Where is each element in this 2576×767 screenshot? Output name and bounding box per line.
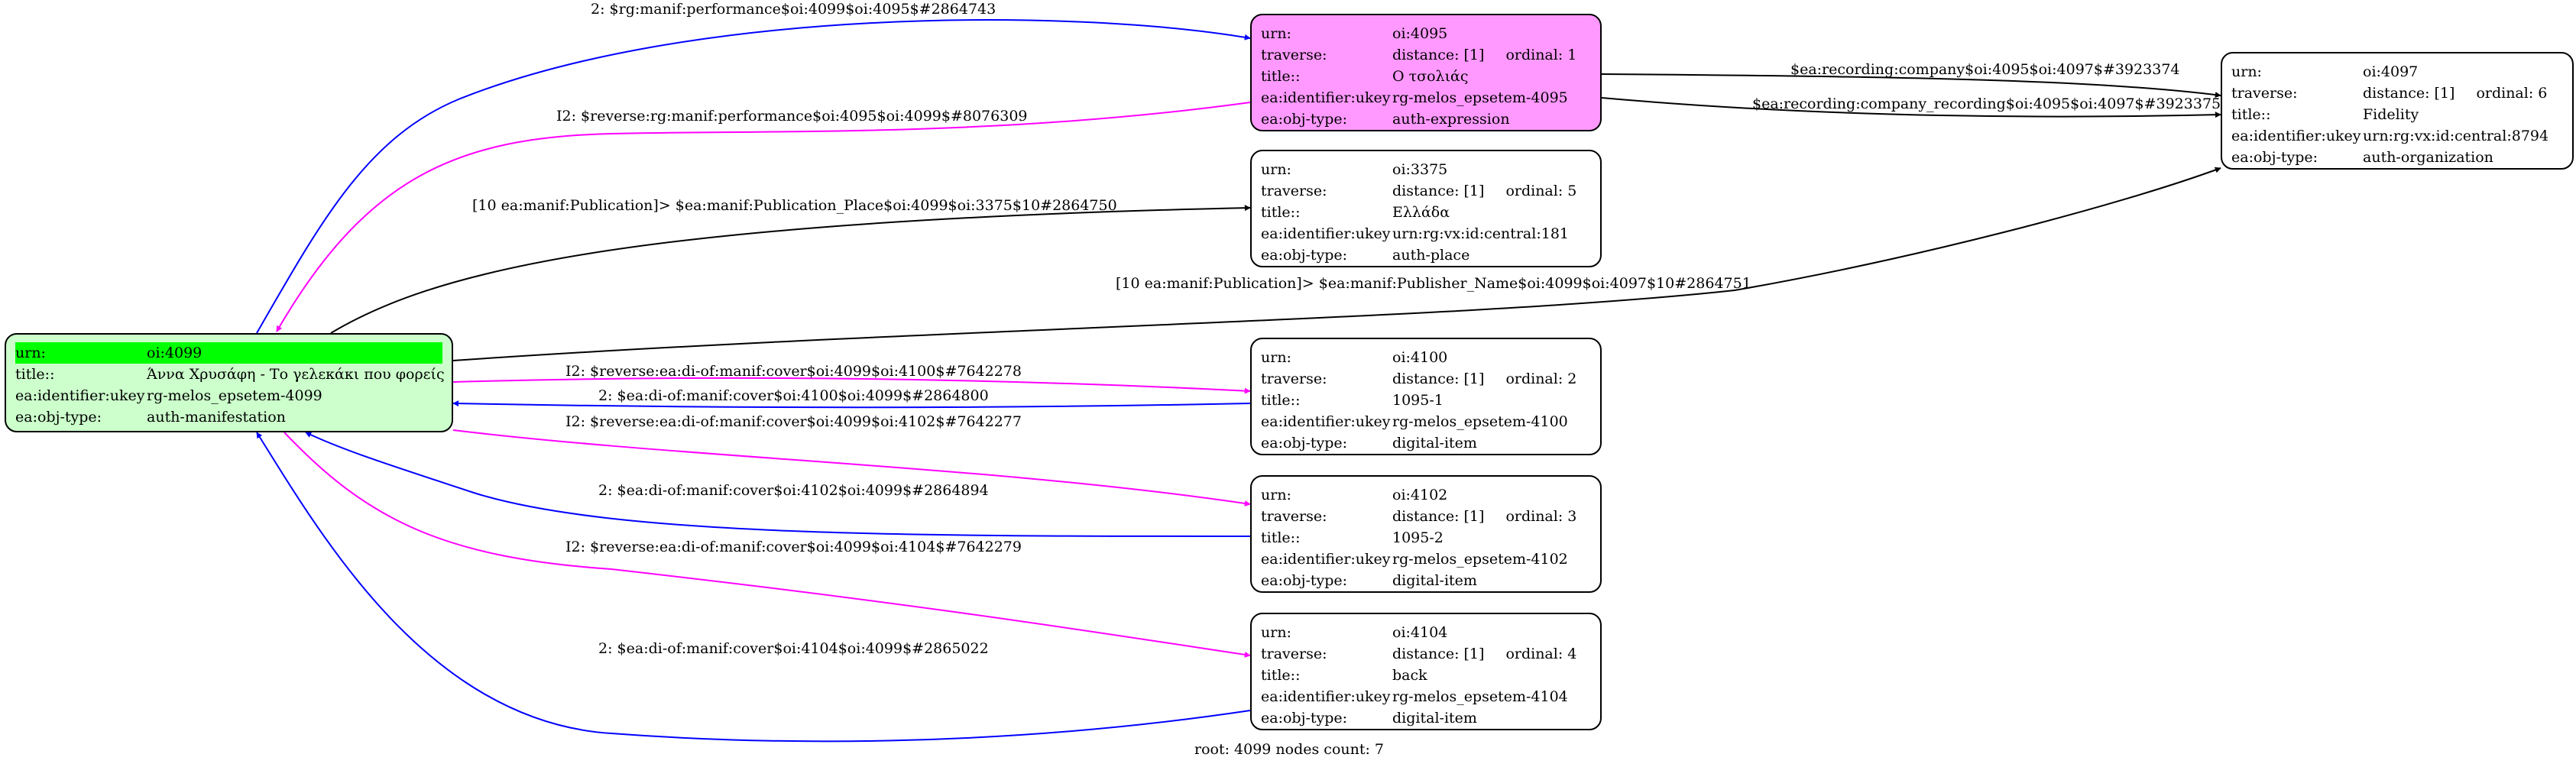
- node-row-title: title:: Fidelity: [2231, 106, 2419, 123]
- node-row-title: title:: 1095-1: [1261, 392, 1444, 409]
- edge-line[interactable]: [284, 432, 1251, 658]
- node-row-type: ea:obj-type: digital-item: [1261, 710, 1477, 727]
- edge-line[interactable]: [330, 205, 1251, 334]
- edge-label: [10 ea:manif:Publication]> $ea:manif:Pub…: [472, 197, 1117, 214]
- edge-line[interactable]: [256, 19, 1251, 334]
- node-row-ukey: ea:identifier:ukey rg-melos_epsetem-4099: [15, 387, 322, 404]
- node-4104[interactable]: urn: oi:4104 traverse: distance: [1] ord…: [1250, 613, 1602, 730]
- node-4100[interactable]: urn: oi:4100 traverse: distance: [1] ord…: [1250, 338, 1602, 455]
- node-4099[interactable]: urn: oi:4099 title:: Άννα Χρυσάφη - Το γ…: [5, 333, 453, 432]
- edge-line[interactable]: [452, 167, 2221, 361]
- edge-label: I2: $reverse:ea:di-of:manif:cover$oi:409…: [565, 413, 1022, 430]
- node-row-title: title:: Άννα Χρυσάφη - Το γελεκάκι που φ…: [15, 366, 445, 383]
- node-3375[interactable]: urn: oi:3375 traverse: distance: [1] ord…: [1250, 150, 1602, 267]
- edge-line[interactable]: [1601, 73, 2221, 99]
- edge-label: [10 ea:manif:Publication]> $ea:manif:Pub…: [1116, 275, 1751, 292]
- node-row-traverse: traverse: distance: [1] ordinal: 2: [1261, 371, 1577, 387]
- node-row-title: title:: 1095-2: [1261, 529, 1444, 546]
- node-4102[interactable]: urn: oi:4102 traverse: distance: [1] ord…: [1250, 475, 1602, 593]
- node-row-traverse: traverse: distance: [1] ordinal: 4: [1261, 646, 1577, 662]
- node-row-ukey: ea:identifier:ukey urn:rg:vx:id:central:…: [2231, 128, 2549, 144]
- edge-label: $ea:recording:company_recording$oi:4095$…: [1752, 95, 2221, 112]
- edge-label: 2: $rg:manif:performance$oi:4099$oi:4095…: [591, 1, 996, 18]
- node-row-urn: urn: oi:4104: [1261, 624, 1448, 641]
- node-row-ukey: ea:identifier:ukey rg-melos_epsetem-4095: [1261, 89, 1568, 106]
- node-row-traverse: traverse: distance: [1] ordinal: 1: [1261, 47, 1577, 63]
- node-row-urn: urn: oi:4099: [15, 342, 442, 364]
- node-row-urn: urn: oi:4097: [2231, 63, 2419, 80]
- node-row-urn: urn: oi:4102: [1261, 487, 1448, 503]
- node-row-type: ea:obj-type: digital-item: [1261, 572, 1477, 589]
- node-row-ukey: ea:identifier:ukey rg-melos_epsetem-4100: [1261, 413, 1568, 430]
- node-row-ukey: ea:identifier:ukey rg-melos_epsetem-4104: [1261, 688, 1568, 705]
- node-row-ukey: ea:identifier:ukey urn:rg:vx:id:central:…: [1261, 225, 1570, 242]
- node-row-type: ea:obj-type: digital-item: [1261, 435, 1477, 451]
- node-row-type: ea:obj-type: auth-expression: [1261, 111, 1510, 128]
- node-row-type: ea:obj-type: auth-organization: [2231, 149, 2493, 166]
- node-row-ukey: ea:identifier:ukey rg-melos_epsetem-4102: [1261, 551, 1568, 568]
- edge-label: $ea:recording:company$oi:4095$oi:4097$#3…: [1790, 61, 2180, 78]
- node-4095[interactable]: urn: oi:4095 traverse: distance: [1] ord…: [1250, 14, 1602, 131]
- node-row-urn: urn: oi:3375: [1261, 161, 1448, 178]
- node-row-title: title:: Ελλάδα: [1261, 204, 1450, 221]
- graph-footer: root: 4099 nodes count: 7: [1194, 741, 1385, 758]
- node-row-title: title:: back: [1261, 667, 1427, 684]
- edge-label: 2: $ea:di-of:manif:cover$oi:4102$oi:4099…: [598, 482, 989, 499]
- edge-label: I2: $reverse:ea:di-of:manif:cover$oi:409…: [565, 363, 1022, 380]
- node-row-urn: urn: oi:4095: [1261, 25, 1448, 42]
- node-4097[interactable]: urn: oi:4097 traverse: distance: [1] ord…: [2221, 52, 2574, 170]
- edge-label: I2: $reverse:ea:di-of:manif:cover$oi:409…: [565, 539, 1022, 555]
- node-row-urn: urn: oi:4100: [1261, 349, 1448, 366]
- node-row-type: ea:obj-type: auth-manifestation: [15, 409, 286, 426]
- node-row-type: ea:obj-type: auth-place: [1261, 247, 1470, 264]
- edge-line[interactable]: [256, 432, 1251, 743]
- node-row-traverse: traverse: distance: [1] ordinal: 5: [1261, 183, 1577, 199]
- edge-line[interactable]: [276, 102, 1251, 332]
- edge-line[interactable]: [452, 400, 1251, 409]
- node-row-title: title:: Ο τσολιάς: [1261, 68, 1469, 85]
- node-row-traverse: traverse: distance: [1] ordinal: 6: [2231, 85, 2548, 102]
- node-row-traverse: traverse: distance: [1] ordinal: 3: [1261, 508, 1577, 525]
- edge-line[interactable]: [305, 432, 1251, 537]
- edge-line[interactable]: [452, 377, 1251, 394]
- edge-label: 2: $ea:di-of:manif:cover$oi:4104$oi:4099…: [598, 640, 989, 657]
- edge-line[interactable]: [452, 429, 1251, 506]
- edge-label: 2: $ea:di-of:manif:cover$oi:4100$oi:4099…: [598, 387, 989, 404]
- edge-line[interactable]: [1601, 97, 2221, 118]
- edge-label: I2: $reverse:rg:manif:performance$oi:409…: [556, 108, 1028, 125]
